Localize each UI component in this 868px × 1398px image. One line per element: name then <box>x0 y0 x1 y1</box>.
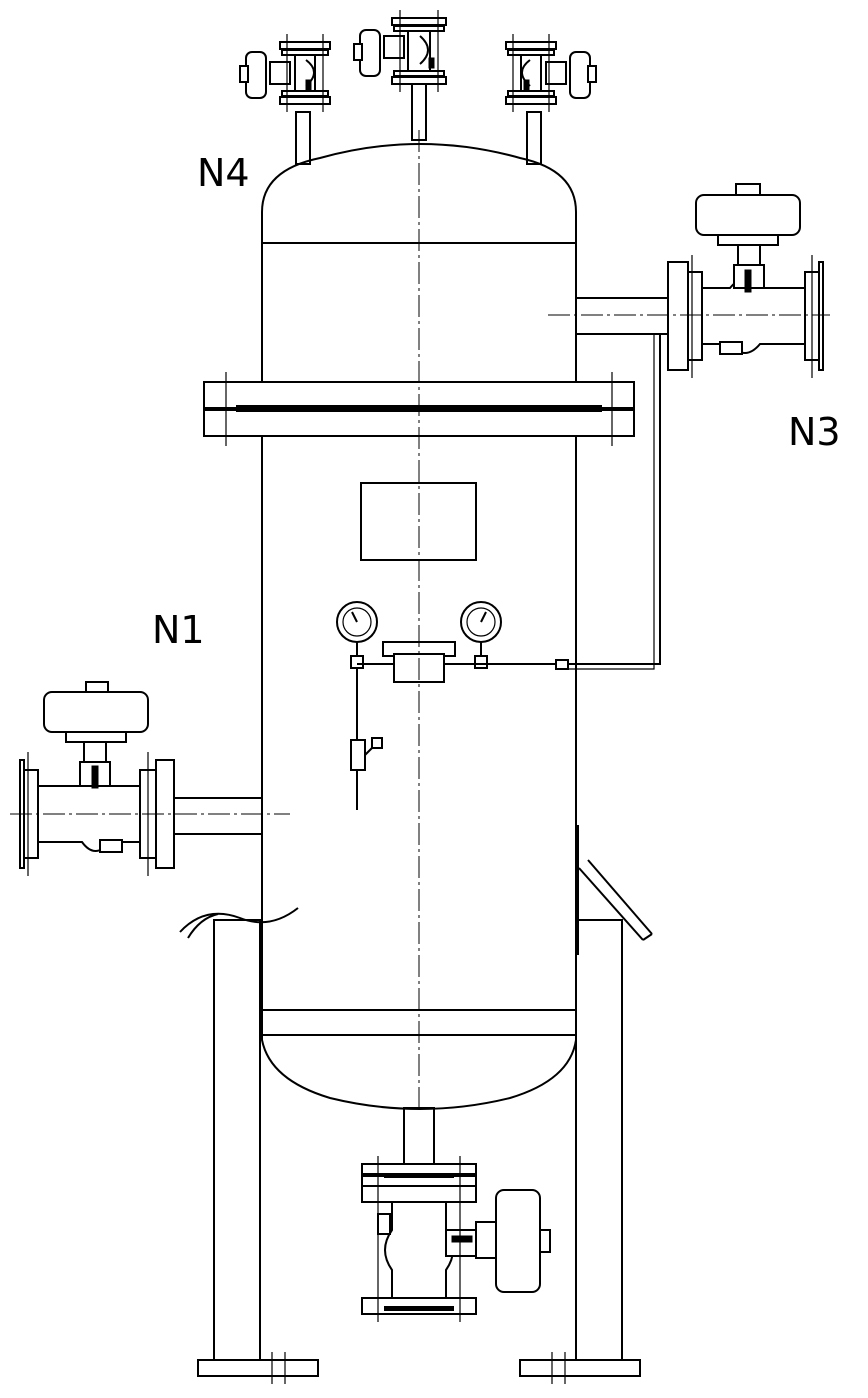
n3-nozzle <box>548 183 830 378</box>
n1-nozzle <box>10 681 290 876</box>
label-n4: N4 <box>197 151 250 195</box>
instrument-panel <box>336 334 661 810</box>
label-n1: N1 <box>152 608 205 652</box>
bottom-outlet <box>361 1107 551 1322</box>
support-legs <box>179 825 653 1384</box>
top-left-valve <box>239 34 331 112</box>
top-right-valve <box>505 34 597 112</box>
label-n3: N3 <box>788 410 841 454</box>
top-center-valve <box>353 10 447 92</box>
